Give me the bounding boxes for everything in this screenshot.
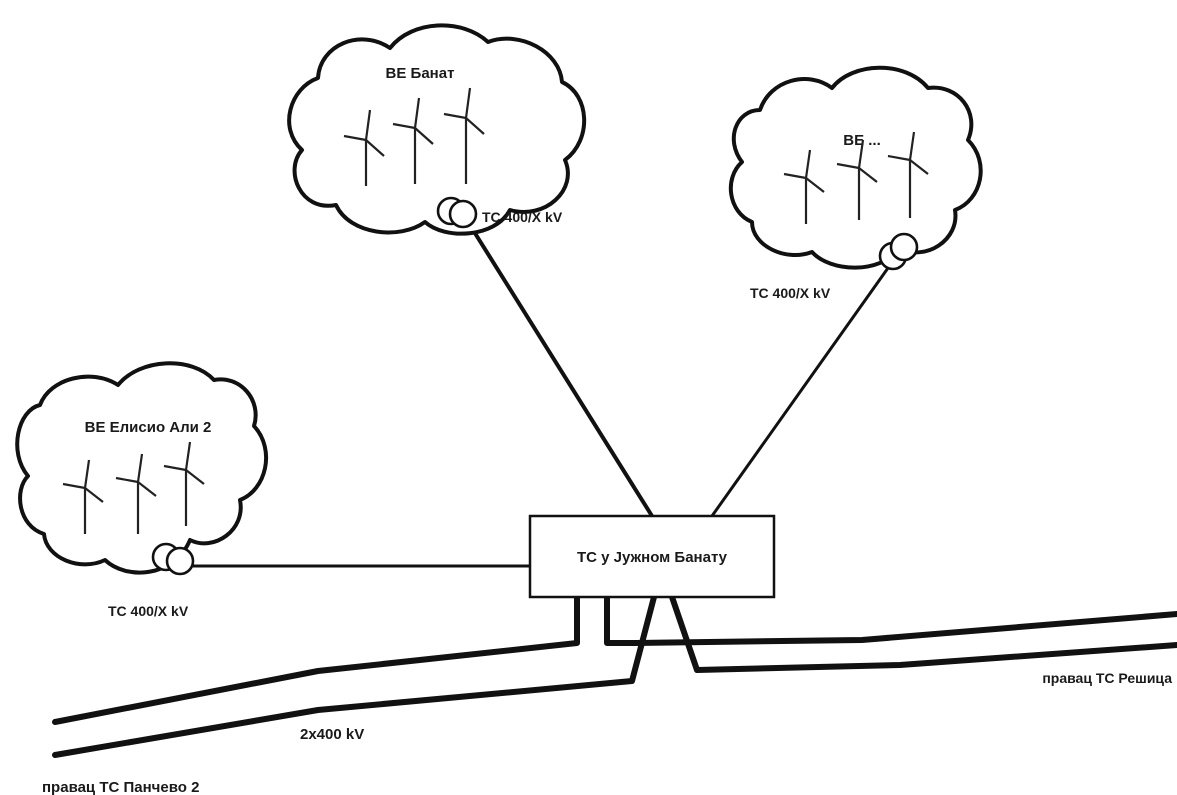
wind-turbine-icon <box>163 441 205 526</box>
wind-farm-elisio-transformer-label: ТС 400/X kV <box>108 603 189 619</box>
cloud-shape <box>15 361 269 575</box>
transformer-icon <box>436 196 478 229</box>
wind-farm-elisio-label: ВЕ Елисио Али 2 <box>85 419 212 436</box>
line-east-upper <box>604 594 1177 646</box>
wind-turbine-icon <box>836 139 878 220</box>
wind-turbine-icon <box>115 453 157 534</box>
wind-turbine-icon <box>887 131 929 218</box>
transformer-icon <box>878 232 919 271</box>
wind-turbine-icon <box>392 97 434 184</box>
line-west-lower <box>52 594 657 758</box>
wind-farm-elisio: ВЕ Елисио Али 2 ТС 400/X kV <box>15 361 269 619</box>
transformer-icon <box>151 542 195 576</box>
wind-turbine-icon <box>443 87 485 184</box>
line-other-to-substation <box>710 266 890 518</box>
wind-farm-other-transformer-label: ТС 400/X kV <box>750 285 831 301</box>
substation: ТС у Јужном Банату <box>528 514 776 599</box>
line-west-upper <box>52 594 580 725</box>
line-east-lower <box>669 594 1177 673</box>
wind-farm-banat: ВЕ Банат ТС 400/X kV <box>287 23 587 236</box>
wind-farm-other: ВЕ ... ТС 400/X kV <box>728 65 983 301</box>
line-banat-to-substation <box>466 220 654 518</box>
substation-box <box>528 514 776 599</box>
wind-turbine-icon <box>62 459 104 534</box>
wind-farm-banat-transformer-label: ТС 400/X kV <box>482 209 563 225</box>
direction-east-label: правац ТС Решица <box>1042 670 1172 686</box>
wind-farm-banat-label: ВЕ Банат <box>386 65 455 82</box>
wind-turbine-icon <box>343 109 385 186</box>
voltage-label: 2x400 kV <box>300 726 364 743</box>
substation-label: ТС у Јужном Банату <box>577 549 728 566</box>
wind-turbine-icon <box>783 149 825 224</box>
direction-west-label: правац ТС Панчево 2 <box>42 779 199 795</box>
transmission-lines <box>52 594 1177 758</box>
cloud-shape <box>287 23 587 236</box>
